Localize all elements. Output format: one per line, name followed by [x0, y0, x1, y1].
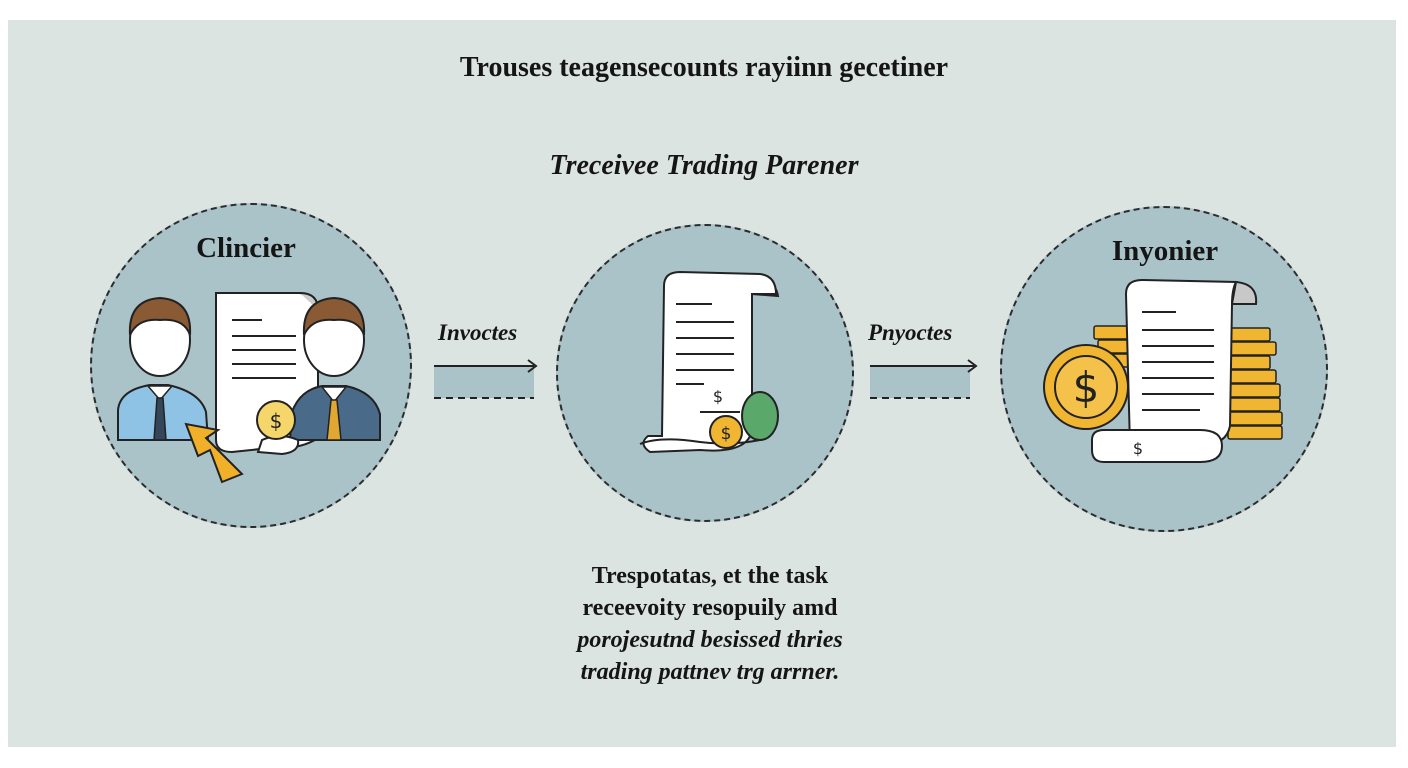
green-coin-icon [741, 391, 779, 441]
diagram-caption: Trespotatas, et the task receevoity reso… [500, 560, 920, 688]
svg-text:$: $ [1133, 439, 1143, 458]
svg-text:$: $ [721, 424, 732, 444]
caption-line: porojesutnd besissed thries [577, 627, 843, 653]
edge-right-arrow [870, 359, 978, 399]
edge-left-bar [434, 366, 534, 398]
caption-line: receevoity resopuily amd [582, 595, 838, 621]
arrow-icon [184, 422, 244, 484]
svg-text:$: $ [713, 387, 723, 406]
dollar-coin-icon: $ [1043, 344, 1129, 430]
diagram-title: Trouses teagensecounts rayiinn gecetiner [459, 52, 949, 83]
caption-line: Trespotatas, et the task [591, 563, 829, 589]
svg-text:$: $ [270, 409, 283, 433]
dollar-coin-icon: $ [709, 415, 743, 449]
diagram-subtitle: Treceivee Trading Parener [549, 150, 859, 181]
edge-left-label: Invoctes [438, 320, 518, 345]
person-icon [117, 296, 210, 441]
edge-left-arrow [434, 359, 538, 399]
edge-right-label: Pnyoctes [868, 320, 953, 345]
node-left-label: Clincier [196, 232, 296, 264]
node-right-label: Inyonier [1111, 235, 1219, 267]
dollar-coin-icon: $ [256, 400, 296, 440]
caption-line: trading pattnev trg arrner. [580, 659, 840, 685]
document-icon: $ [1091, 278, 1258, 463]
person-icon [288, 296, 381, 441]
edge-right-bar [870, 366, 970, 398]
svg-text:$: $ [1073, 363, 1100, 412]
